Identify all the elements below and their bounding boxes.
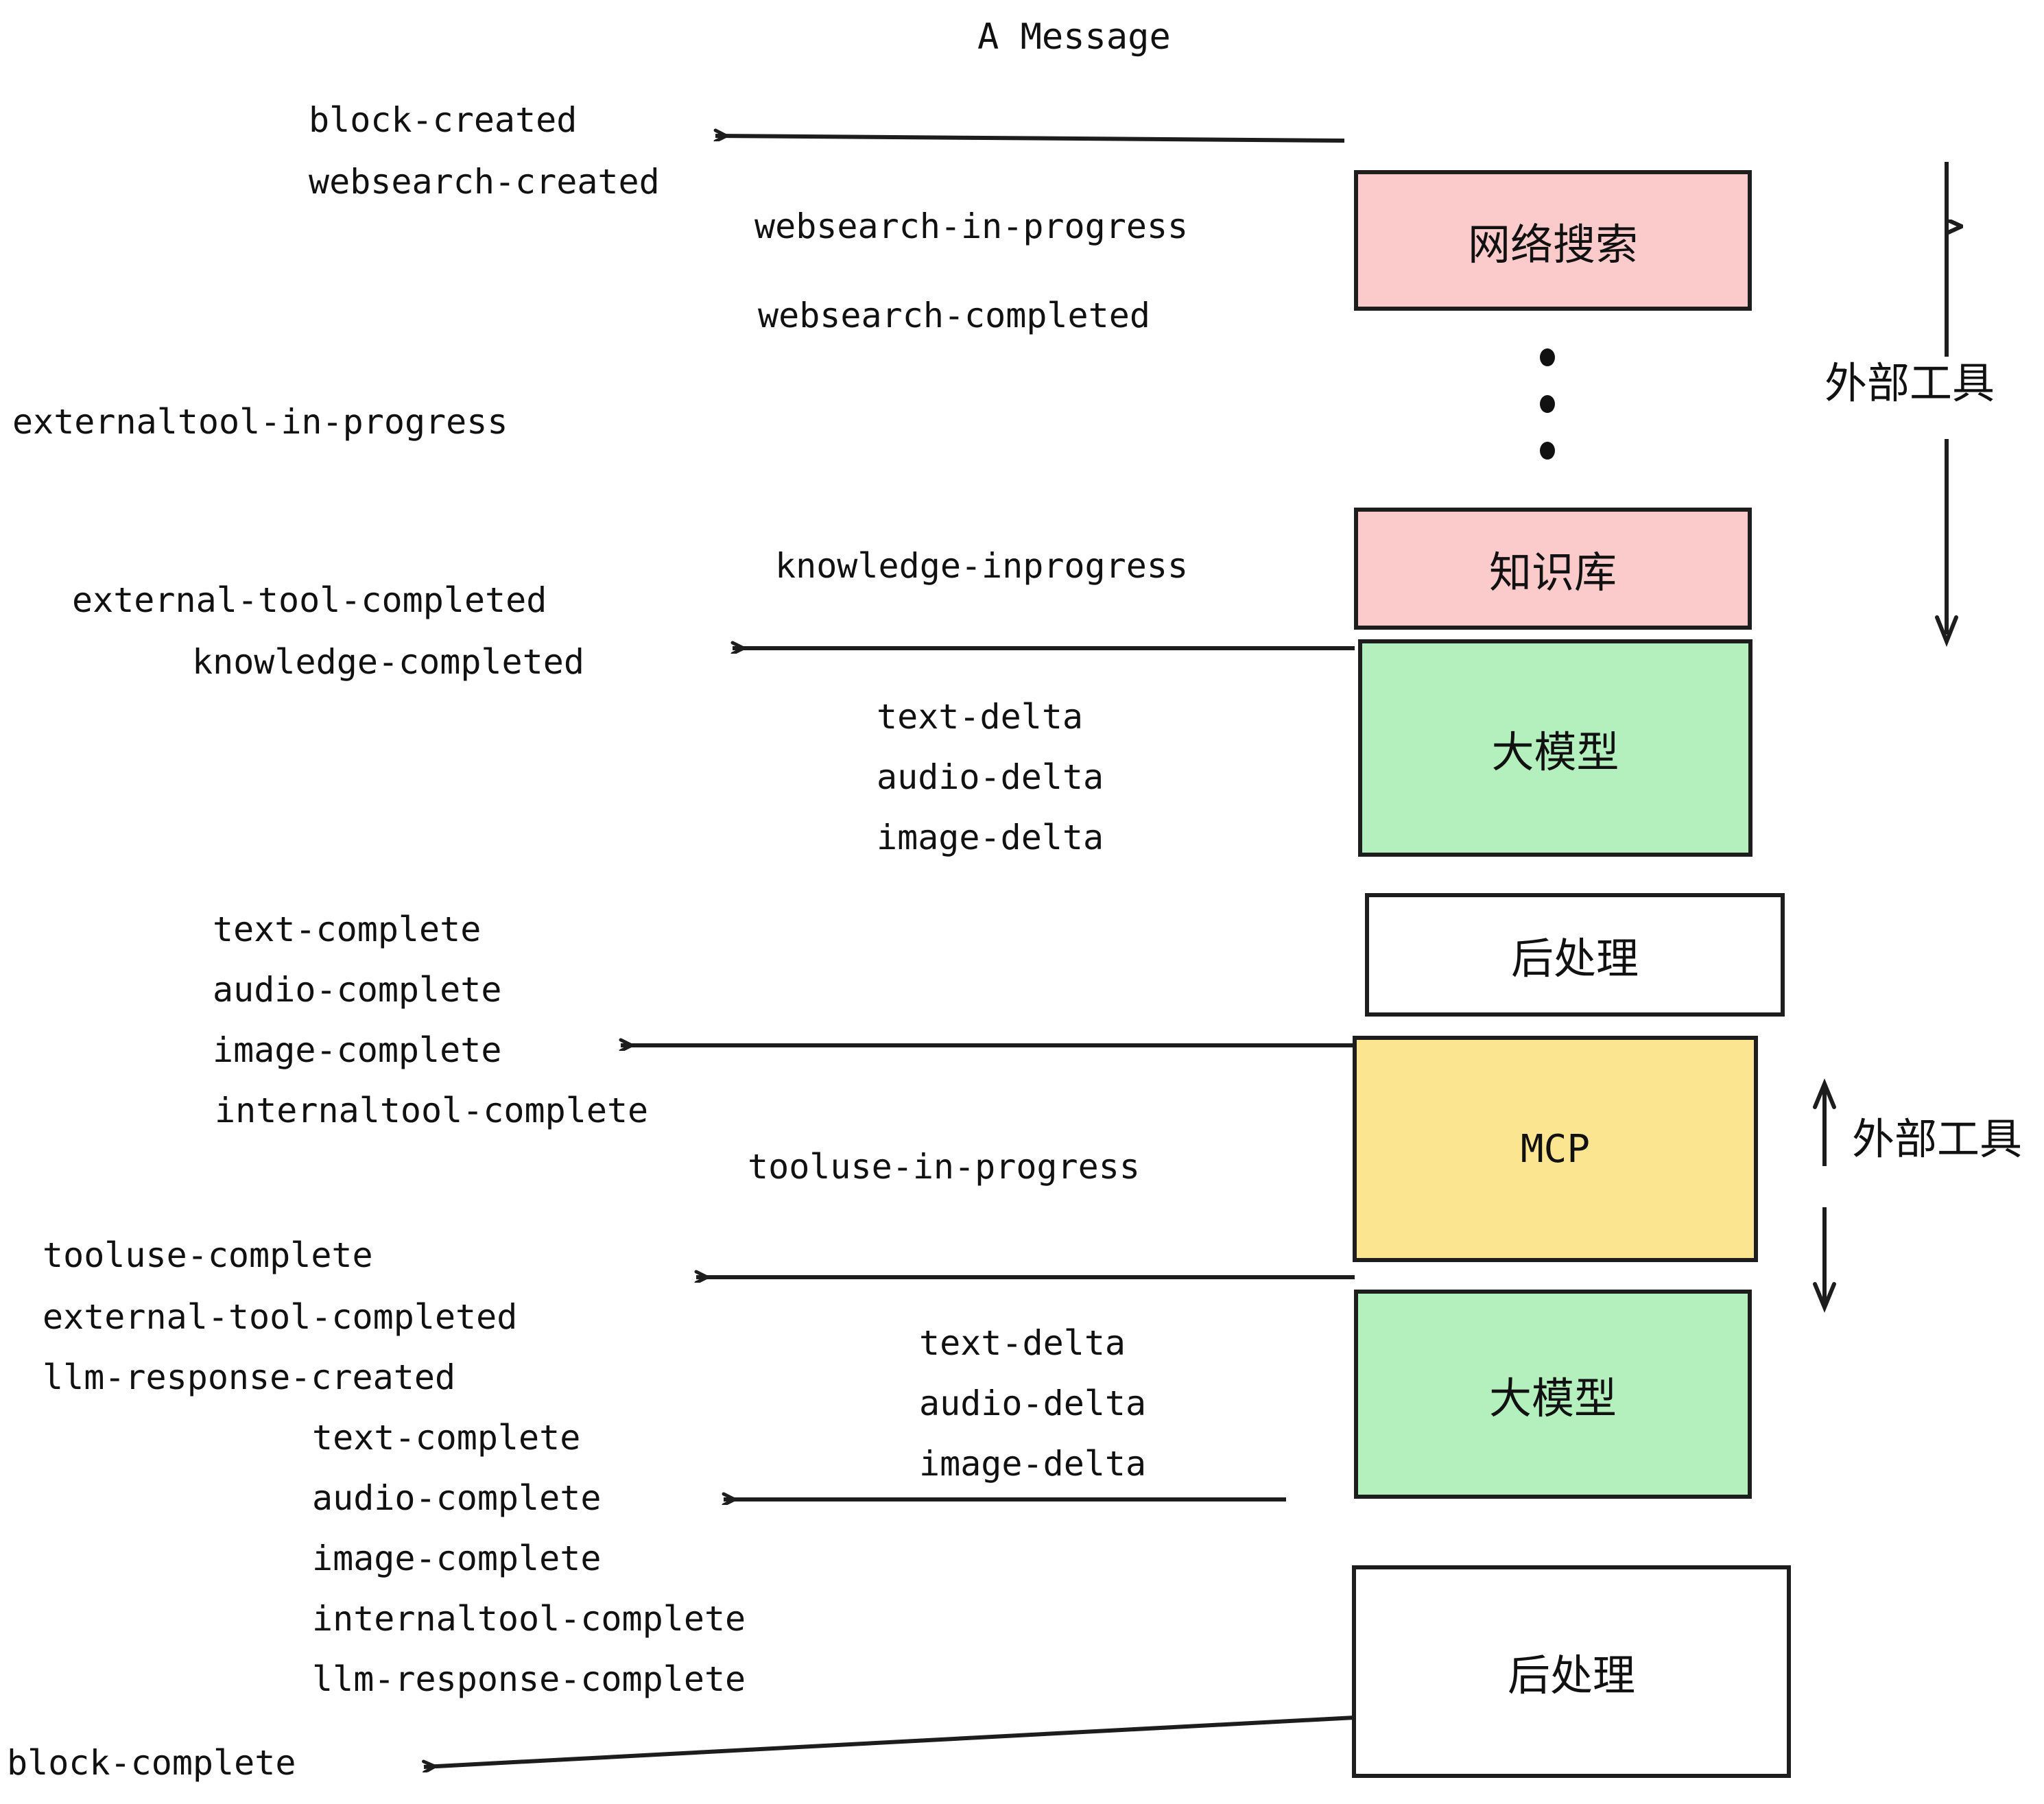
arrow-postprocess-to-block-complete (424, 1716, 1355, 1767)
event-internaltool-complete-1: internaltool-complete (215, 1091, 649, 1130)
box-llm-bottom-label: 大模型 (1488, 1373, 1617, 1423)
ellipsis-dot-1 (1540, 348, 1555, 366)
box-llm-top-label: 大模型 (1491, 726, 1619, 777)
event-tooluse-in-progress: tooluse-in-progress (748, 1147, 1140, 1187)
event-audio-complete-1: audio-complete (213, 970, 502, 1010)
event-llm-response-created: llm-response-created (43, 1357, 456, 1397)
event-knowledge-inprogress: knowledge-inprogress (775, 546, 1189, 586)
event-internaltool-complete-2: internaltool-complete (312, 1599, 746, 1639)
event-text-complete-1: text-complete (213, 910, 482, 949)
event-image-delta-2: image-delta (919, 1444, 1147, 1484)
box-postprocess-top-label: 后处理 (1510, 934, 1639, 984)
ellipsis-dot-3 (1540, 442, 1555, 460)
box-knowledge-label: 知识库 (1488, 547, 1617, 597)
event-text-delta-2: text-delta (919, 1323, 1126, 1363)
event-image-complete-1: image-complete (213, 1030, 502, 1070)
box-llm-top[interactable]: 大模型 (1358, 639, 1752, 857)
event-externaltool-in-progress: externaltool-in-progress (12, 402, 508, 442)
event-block-created: block-created (309, 100, 578, 140)
event-knowledge-completed: knowledge-completed (192, 642, 584, 682)
external-tool-label-top: 外部工具 (1825, 358, 1995, 408)
arrow-websearch-to-block-created (715, 136, 1345, 143)
event-text-complete-2: text-complete (312, 1418, 581, 1458)
box-postprocess-bottom[interactable]: 后处理 (1352, 1565, 1791, 1778)
box-websearch[interactable]: 网络搜索 (1354, 170, 1752, 311)
event-websearch-completed: websearch-completed (758, 296, 1150, 335)
external-tool-arrowhead-down-bottom (1813, 1282, 1836, 1313)
box-postprocess-top[interactable]: 后处理 (1365, 893, 1785, 1017)
event-image-complete-2: image-complete (312, 1539, 602, 1578)
box-websearch-label: 网络搜索 (1467, 219, 1638, 270)
box-mcp-label: MCP (1520, 1126, 1591, 1172)
external-tool-arrowhead-up-bottom (1813, 1078, 1836, 1109)
event-audio-delta-1: audio-delta (877, 757, 1104, 797)
box-mcp[interactable]: MCP (1353, 1036, 1758, 1262)
event-audio-delta-2: audio-delta (919, 1384, 1147, 1423)
external-tool-arrowhead-down-top (1935, 615, 1958, 648)
external-tool-label-bottom: 外部工具 (1852, 1114, 2023, 1164)
box-postprocess-bottom-label: 后处理 (1507, 1650, 1635, 1700)
ellipsis-dot-2 (1540, 395, 1555, 413)
event-llm-response-complete: llm-response-complete (312, 1659, 746, 1699)
event-websearch-in-progress: websearch-in-progress (754, 206, 1189, 246)
event-websearch-created: websearch-created (309, 162, 660, 202)
event-tooluse-complete: tooluse-complete (43, 1235, 373, 1275)
box-knowledge[interactable]: 知识库 (1354, 508, 1752, 630)
event-external-tool-completed-1: external-tool-completed (72, 580, 547, 620)
event-block-complete: block-complete (7, 1743, 296, 1783)
event-audio-complete-2: audio-complete (312, 1478, 602, 1518)
event-external-tool-completed-2: external-tool-completed (43, 1297, 518, 1337)
page-title: A Message (977, 16, 1171, 58)
event-text-delta-1: text-delta (877, 697, 1084, 737)
event-image-delta-1: image-delta (877, 818, 1104, 857)
box-llm-bottom[interactable]: 大模型 (1354, 1290, 1752, 1499)
